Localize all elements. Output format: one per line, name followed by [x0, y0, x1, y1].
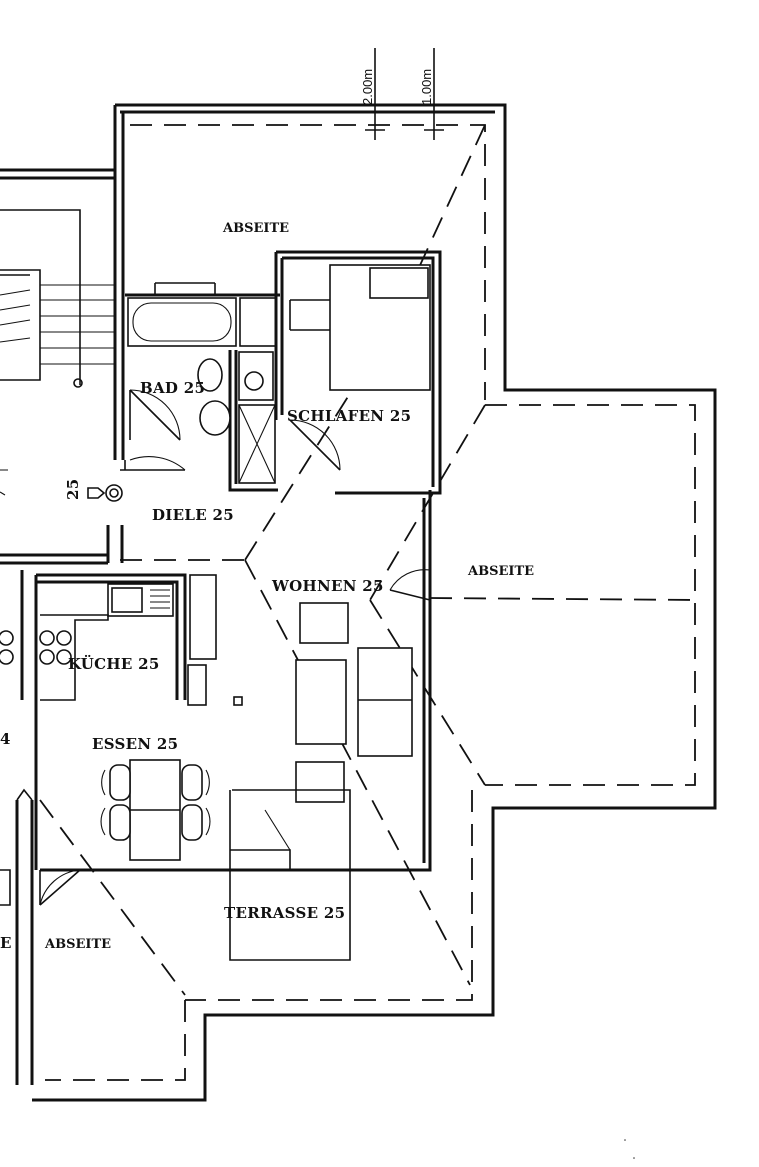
label-abseite-bottom: ABSEITE [44, 937, 111, 952]
stairwell [0, 209, 115, 496]
kitchen [0, 570, 217, 870]
dining-area [100, 759, 211, 861]
label-wohnen: WOHNEN 25 [271, 577, 384, 595]
dimension-label-1m: 1.00m [419, 69, 434, 105]
hall [87, 456, 186, 502]
label-edge-left-2: E [0, 934, 12, 952]
living-room [40, 490, 432, 872]
label-diele: DIELE 25 [152, 506, 234, 524]
label-schlafen: SCHLAFEN 25 [287, 407, 411, 425]
label-essen: ESSEN 25 [92, 735, 178, 753]
terrace [229, 789, 351, 961]
label-abseite-right: ABSEITE [467, 564, 534, 579]
label-bad: BAD 25 [140, 379, 205, 397]
dimension-label-2m: 2.00m [360, 69, 375, 105]
label-kueche: KÜCHE 25 [68, 654, 160, 673]
bathroom [125, 282, 280, 492]
outer-walls [0, 103, 717, 1102]
label-terrasse: TERRASSE 25 [224, 904, 345, 922]
scan-specks [624, 1139, 635, 1159]
roof-slope-lines [39, 124, 701, 1081]
label-stair-number: 25 [64, 479, 82, 500]
bedroom [274, 250, 442, 495]
label-abseite-top: ABSEITE [222, 221, 289, 236]
room-labels: ABSEITE BAD 25 SCHLAFEN 25 DIELE 25 WOHN… [0, 221, 534, 952]
label-edge-left-1: 4 [0, 730, 11, 748]
lower-left-walls [0, 788, 81, 1085]
dimension-marks: 2.00m 1.00m [360, 48, 444, 140]
